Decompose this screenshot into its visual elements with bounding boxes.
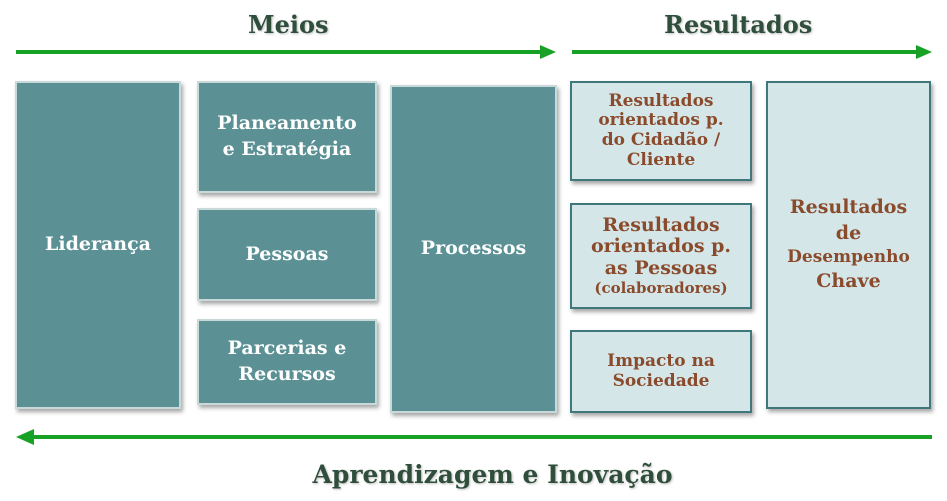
- box-resultados-pessoas: Resultados orientados p. as Pessoas (col…: [570, 203, 752, 309]
- box-planeamento-estrategia: Planeamento e Estratégia: [197, 81, 377, 193]
- processos-label: Processos: [420, 237, 527, 260]
- chave-line-1: Resultados: [789, 196, 908, 219]
- footer-aprendizagem-inovacao: Aprendizagem e Inovação: [312, 460, 673, 489]
- box-pessoas: Pessoas: [197, 208, 377, 301]
- pessoas-result-line-4: (colaboradores): [594, 279, 728, 298]
- sociedade-line-1: Impacto na: [607, 350, 715, 371]
- pessoas-result-line-3: as Pessoas: [604, 257, 718, 280]
- aprendizagem-arrow: [16, 429, 932, 445]
- box-processos: Processos: [390, 85, 557, 413]
- cidadao-line-2: orientados p.: [598, 110, 724, 131]
- header-meios: Meios: [248, 10, 329, 39]
- cidadao-line-4: Cliente: [626, 149, 696, 170]
- chave-line-4: Chave: [816, 270, 881, 293]
- lideranca-label: Liderança: [45, 233, 151, 256]
- pessoas-result-line-1: Resultados: [602, 213, 720, 236]
- planeamento-line-1: Planeamento: [217, 112, 357, 135]
- pessoas-result-line-2: orientados p.: [590, 235, 732, 258]
- cidadao-line-3: do Cidadão /: [601, 130, 721, 150]
- box-lideranca: Liderança: [15, 81, 181, 409]
- meios-arrow: [16, 45, 556, 59]
- sociedade-line-2: Sociedade: [612, 370, 710, 391]
- box-resultados-cidadao: Resultados orientados p. do Cidadão / Cl…: [570, 81, 752, 181]
- pessoas-label: Pessoas: [245, 242, 329, 265]
- resultados-arrow: [572, 45, 932, 59]
- parcerias-line-2: Recursos: [238, 363, 336, 385]
- cidadao-line-1: Resultados: [608, 90, 714, 111]
- box-resultados-desempenho-chave: Resultados de Desempenho Chave: [766, 81, 931, 409]
- parcerias-line-1: Parcerias e: [227, 337, 347, 360]
- box-parcerias-recursos: Parcerias e Recursos: [197, 319, 377, 405]
- chave-line-2: de: [835, 221, 862, 244]
- header-resultados: Resultados: [664, 10, 813, 39]
- planeamento-line-2: e Estratégia: [222, 138, 352, 160]
- chave-line-3: Desempenho: [787, 247, 910, 268]
- box-impacto-sociedade: Impacto na Sociedade: [570, 330, 752, 413]
